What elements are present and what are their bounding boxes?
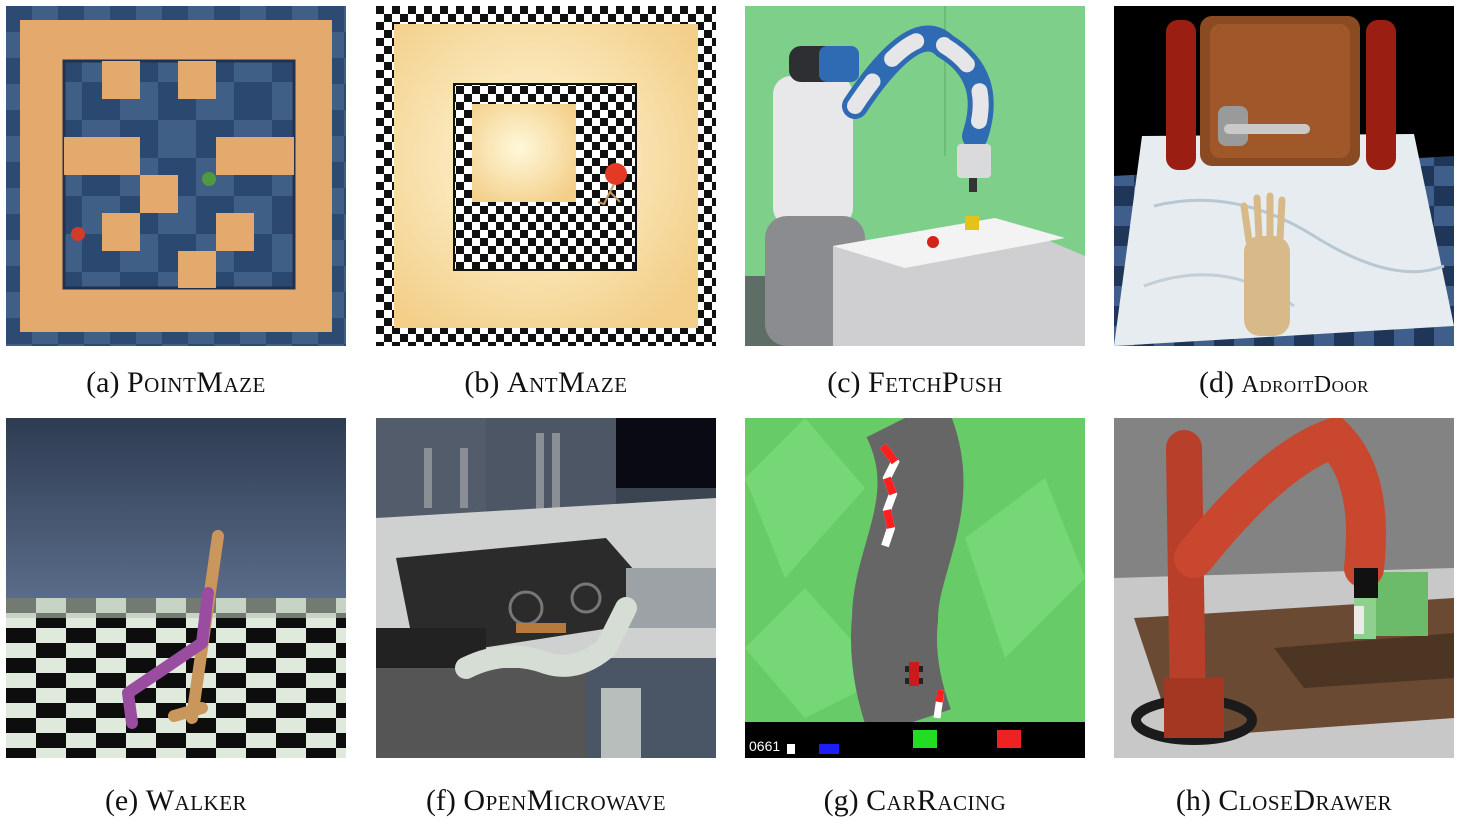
caption-e: (e) Walker: [0, 784, 356, 818]
adroitdoor-image: [1114, 6, 1454, 346]
caption-c: (c) FetchPush: [735, 366, 1095, 400]
pointmaze-image: [6, 6, 346, 346]
caption-d-label: (d): [1199, 366, 1234, 399]
caption-g-label: (g): [823, 784, 859, 817]
carracing-image: 0661: [745, 418, 1085, 758]
antmaze-image: [376, 6, 716, 346]
caption-c-name: FetchPush: [868, 366, 1003, 399]
openmicrowave-image: [376, 418, 716, 758]
hud-score: 0661: [749, 738, 780, 754]
caption-g: (g) CarRacing: [735, 784, 1095, 818]
caption-h: (h) CloseDrawer: [1104, 784, 1464, 818]
caption-g-name: CarRacing: [866, 784, 1007, 817]
caption-f-name: OpenMicrowave: [463, 784, 667, 817]
caption-f-label: (f): [425, 784, 456, 817]
caption-e-name: Walker: [145, 784, 248, 817]
caption-b: (b) AntMaze: [366, 366, 726, 400]
caption-b-name: AntMaze: [506, 366, 628, 399]
caption-a-name: PointMaze: [126, 366, 266, 399]
caption-c-label: (c): [827, 366, 861, 399]
caption-h-name: CloseDrawer: [1218, 784, 1393, 817]
caption-a: (a) PointMaze: [0, 366, 356, 400]
caption-e-label: (e): [104, 784, 139, 817]
caption-a-label: (a): [86, 366, 120, 399]
caption-d: (d) AdroitDoor: [1104, 366, 1464, 400]
caption-h-label: (h): [1175, 784, 1211, 817]
closedrawer-image: [1114, 418, 1454, 758]
walker-image: [6, 418, 346, 758]
fetchpush-image: [745, 6, 1085, 346]
caption-d-name: AdroitDoor: [1241, 372, 1369, 398]
caption-b-label: (b): [464, 366, 500, 399]
caption-f: (f) OpenMicrowave: [366, 784, 726, 818]
